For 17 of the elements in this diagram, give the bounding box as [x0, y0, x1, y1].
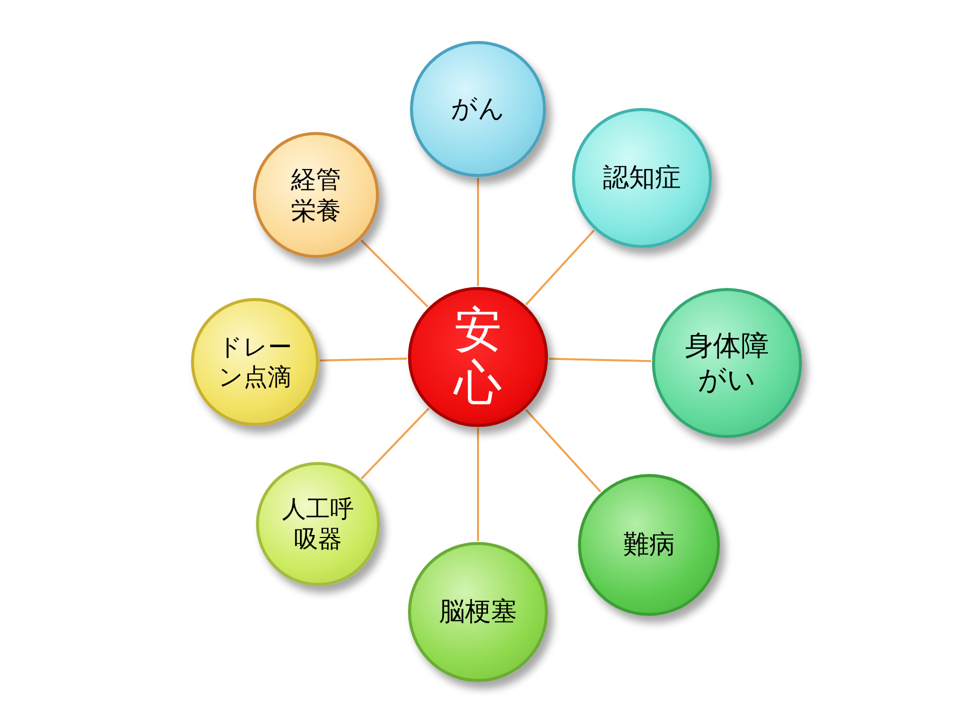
connector-line	[360, 408, 430, 480]
node-label: がん	[450, 92, 506, 126]
connector-line	[477, 428, 479, 541]
connector-line	[477, 178, 479, 286]
connector-line	[525, 408, 602, 492]
node-label: 認知症	[602, 162, 682, 194]
connector-line	[320, 358, 408, 362]
connector-line	[525, 230, 595, 306]
node-label: 安心	[454, 304, 502, 410]
connector-line	[360, 240, 428, 308]
node-label: 人工呼吸器	[281, 494, 355, 554]
node-label: 経管栄養	[290, 164, 342, 226]
node-label: ドレーン点滴	[217, 332, 293, 392]
node-label: 脳梗塞	[438, 596, 518, 628]
node-label: 身体障がい	[684, 329, 770, 397]
node-label: 難病	[622, 528, 676, 562]
connector-line	[548, 358, 652, 362]
